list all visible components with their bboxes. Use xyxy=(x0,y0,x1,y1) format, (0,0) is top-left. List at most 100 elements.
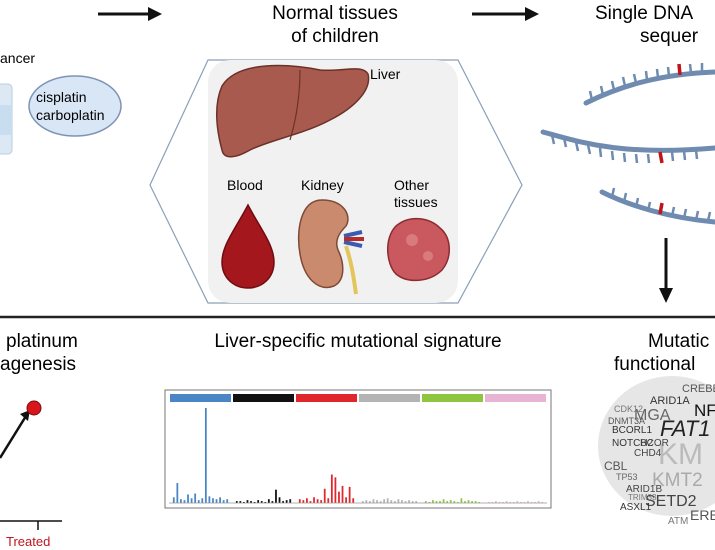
drug-cisplatin: cisplatin xyxy=(36,89,87,105)
signature-bar xyxy=(352,498,355,503)
signature-bar xyxy=(401,500,403,503)
signature-bar xyxy=(208,496,211,503)
signature-bar xyxy=(215,499,218,503)
signature-bar xyxy=(282,501,284,503)
bottom-left-title-2: agenesis xyxy=(0,354,76,375)
signature-bar xyxy=(471,501,473,503)
other-tissues-label-1: Other xyxy=(394,177,429,193)
signature-bar xyxy=(432,500,434,503)
cancer-label-fragment: ancer xyxy=(0,50,35,66)
signature-bar xyxy=(330,474,333,503)
signature-class-bar-6 xyxy=(485,394,546,402)
signature-bar xyxy=(478,502,481,503)
signature-bar xyxy=(530,502,533,503)
signature-bar xyxy=(460,498,463,503)
signature-bar xyxy=(289,499,292,503)
signature-bar xyxy=(464,501,466,503)
signature-bar xyxy=(327,498,330,503)
signature-chart xyxy=(169,394,547,504)
right-down-arrow xyxy=(659,238,673,303)
wc-bcorl1: BCORL1 xyxy=(612,425,652,436)
wc-nf: NF xyxy=(694,401,715,420)
signature-bar xyxy=(235,501,238,503)
signature-bar xyxy=(243,502,245,503)
signature-chart-frame xyxy=(164,389,552,509)
signature-bar xyxy=(372,499,375,503)
kidney-label: Kidney xyxy=(301,177,344,193)
signature-bar xyxy=(386,498,389,503)
wc-notch2: NOTCH2 xyxy=(612,438,654,449)
wc-chd4: CHD4 xyxy=(634,448,662,459)
signature-bar xyxy=(222,500,225,503)
other-tissue-icon xyxy=(387,217,450,282)
wc-bcor: BCOR xyxy=(640,438,669,449)
bottom-right-title-2: functional xyxy=(614,354,695,375)
signature-bar xyxy=(246,500,249,503)
signature-bar xyxy=(219,497,221,503)
signature-bar xyxy=(369,501,371,503)
signature-bar xyxy=(527,501,529,503)
top-left-arrow xyxy=(98,7,162,21)
signature-bar xyxy=(534,502,536,503)
wc-atm: ATM xyxy=(668,516,688,527)
signature-bar xyxy=(428,502,431,503)
signature-bar xyxy=(404,501,407,503)
signature-bar xyxy=(467,500,470,503)
signature-class-bar-3 xyxy=(296,394,357,402)
signature-bar xyxy=(393,501,396,503)
wc-trim33: TRIM33 xyxy=(628,493,657,502)
signature-bar xyxy=(180,499,182,503)
signature-bar xyxy=(456,502,459,503)
signature-bar xyxy=(397,499,400,503)
signature-bar xyxy=(176,483,179,503)
signature-bar xyxy=(309,501,312,503)
signature-bar xyxy=(345,497,347,503)
drug-carboplatin: carboplatin xyxy=(36,107,105,123)
signature-class-bar-1 xyxy=(170,394,231,402)
signature-bar xyxy=(348,486,351,503)
signature-class-bar-4 xyxy=(359,394,420,402)
signature-bar xyxy=(453,501,456,503)
signature-bar xyxy=(390,500,393,503)
signature-bar xyxy=(226,499,229,503)
signature-bar xyxy=(172,497,175,503)
signature-bar xyxy=(271,501,274,503)
signature-bar xyxy=(487,502,490,503)
signature-bar xyxy=(302,500,305,503)
wc-mga: MGA xyxy=(634,407,671,424)
wc-setd2: SETD2 xyxy=(645,493,697,510)
signature-bar xyxy=(379,501,382,503)
signature-bar xyxy=(505,501,508,503)
center-title-line1: Normal tissues xyxy=(272,3,398,24)
blood-label: Blood xyxy=(227,177,263,193)
signature-bar xyxy=(183,500,186,503)
signature-bar xyxy=(267,499,270,503)
bottom-left-title-1: platinum xyxy=(6,331,78,352)
signature-bar xyxy=(264,502,267,503)
wc-arid1b: ARID1B xyxy=(626,484,662,495)
signature-bar xyxy=(512,502,515,503)
signature-bar xyxy=(260,501,263,503)
signature-bar xyxy=(250,501,252,503)
signature-bar xyxy=(204,408,207,503)
gene-wordcloud: CREBB ARID1A MGA NF FAT1 KM KMT2 SETD2 B… xyxy=(598,376,715,527)
signature-class-bar-2 xyxy=(233,394,294,402)
signature-bar xyxy=(323,488,326,503)
signature-bar xyxy=(285,500,288,503)
signature-bar xyxy=(190,498,193,503)
drug-bubble: cisplatin carboplatin xyxy=(28,75,122,137)
signature-bar xyxy=(519,502,522,503)
liver-icon xyxy=(215,64,370,158)
wc-fat1: FAT1 xyxy=(660,416,711,441)
signature-bar xyxy=(212,498,214,503)
signature-bar xyxy=(411,501,414,503)
signature-bar xyxy=(361,501,364,503)
treated-label: Treated xyxy=(6,534,50,549)
signature-bar xyxy=(313,497,315,503)
dna-strand-1 xyxy=(583,63,715,106)
signature-bar xyxy=(253,502,256,503)
liver-label: Liver xyxy=(370,66,401,82)
signature-bar xyxy=(376,500,378,503)
signature-bar xyxy=(239,501,242,503)
